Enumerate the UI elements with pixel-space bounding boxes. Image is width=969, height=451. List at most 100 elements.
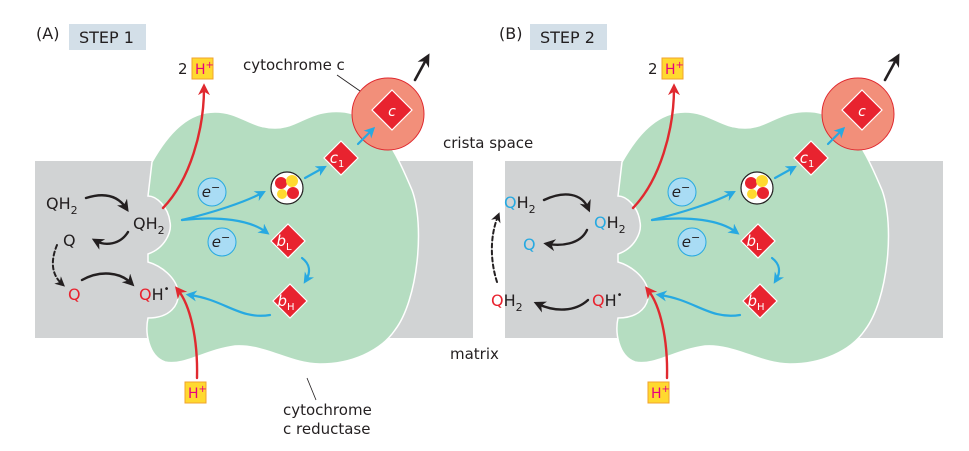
electron-2: e− bbox=[677, 227, 707, 257]
electron-to-bL-arrow bbox=[180, 217, 270, 235]
c1-to-c-arrow bbox=[356, 126, 376, 146]
heme-bH-label: bH bbox=[747, 292, 764, 313]
heme-c1-diamond bbox=[323, 140, 359, 176]
electron-to-fes-arrow bbox=[180, 190, 266, 222]
qh2-to-site-arrow bbox=[84, 194, 129, 212]
heme-c1-diamond bbox=[793, 140, 829, 176]
electron-1-circle bbox=[197, 177, 227, 207]
fes-atom bbox=[277, 189, 287, 199]
electron-2-circle bbox=[207, 227, 237, 257]
step-tag-label: STEP 2 bbox=[540, 28, 595, 47]
heme-bL-label: bL bbox=[746, 232, 762, 253]
cytochrome-c-release-arrow bbox=[413, 53, 430, 82]
semiquinone: QH• bbox=[139, 284, 170, 304]
proton-in-box bbox=[647, 381, 670, 404]
fes-atom bbox=[747, 189, 757, 199]
heme-bL: bL bbox=[270, 223, 306, 259]
semiquinone: QH• bbox=[592, 290, 623, 310]
heme-c1-label: c1 bbox=[330, 149, 345, 170]
proton-out-arrow bbox=[161, 83, 210, 210]
electron-1-label: e− bbox=[202, 181, 220, 201]
fes-to-c1-arrow bbox=[773, 165, 797, 180]
electron-to-bL-arrow bbox=[650, 217, 740, 235]
step-tag-bg bbox=[69, 24, 146, 50]
reductase-label-line2: c reductase bbox=[283, 420, 370, 438]
proton-in-box bbox=[184, 381, 207, 404]
cytochrome-c-release-arrow bbox=[883, 53, 900, 82]
qi-to-qh2-arrow bbox=[533, 298, 590, 313]
electron-2-label: e− bbox=[212, 231, 230, 251]
proton-in-arrow bbox=[645, 286, 669, 380]
proton-out-box bbox=[661, 57, 684, 80]
site-to-q-arrow bbox=[543, 228, 589, 252]
proton-out-arrow bbox=[631, 83, 680, 210]
reductase-label-line1: cytochrome bbox=[283, 401, 372, 419]
heme-bL: bL bbox=[740, 223, 776, 259]
quinone-site-qh2: QH2 bbox=[594, 213, 626, 236]
qh2-to-site-arrow bbox=[542, 193, 591, 213]
proton-out-label: H+ bbox=[195, 60, 214, 78]
heme-c1: c1 bbox=[323, 140, 359, 176]
quinone-site-qh2: QH2 bbox=[133, 214, 165, 237]
quinone-bottom-qh2: QH2 bbox=[491, 291, 523, 314]
fes-atom bbox=[745, 177, 757, 189]
cytochrome-c-label: cytochrome c bbox=[243, 56, 345, 74]
fes-atom bbox=[287, 187, 299, 199]
heme-c-label: c bbox=[858, 104, 866, 120]
quinone-pool-qh2: QH2 bbox=[504, 193, 536, 216]
heme-bH: bH bbox=[272, 283, 308, 319]
qh2-recycle-dashed-arrow bbox=[490, 212, 501, 283]
heme-c1-label: c1 bbox=[800, 149, 815, 170]
bL-to-bH-arrow bbox=[300, 256, 315, 284]
fes-atom bbox=[757, 187, 769, 199]
heme-c-diamond bbox=[371, 89, 413, 131]
bH-to-qi-arrow bbox=[655, 290, 742, 317]
bH-to-qi-arrow bbox=[185, 290, 272, 317]
proton-in: H+ bbox=[184, 381, 207, 404]
quinone-released-q: Q bbox=[63, 231, 76, 250]
fes-circle bbox=[270, 171, 304, 205]
fes-to-c1-arrow bbox=[303, 165, 327, 180]
iron-sulfur-cluster bbox=[270, 171, 304, 205]
panel-letter: (A) bbox=[36, 24, 59, 43]
panel-letter: (B) bbox=[499, 24, 522, 43]
step-tag-bg bbox=[530, 24, 607, 50]
quinone-bottom-q: Q bbox=[68, 285, 81, 304]
cytochrome-c-leader-line bbox=[336, 74, 361, 92]
proton-in-label: H+ bbox=[188, 384, 207, 402]
proton-out: 2 H+ bbox=[178, 57, 214, 80]
fes-atom bbox=[275, 177, 287, 189]
electron-to-fes-arrow bbox=[650, 190, 736, 222]
heme-bH-diamond bbox=[742, 283, 778, 319]
proton-in-arrow bbox=[175, 286, 199, 380]
q-to-qi-site-arrow bbox=[80, 272, 135, 287]
fes-circle bbox=[740, 171, 774, 205]
heme-bH: bH bbox=[742, 283, 778, 319]
site-to-q-arrow bbox=[91, 230, 130, 250]
c1-to-c-arrow bbox=[826, 126, 846, 146]
proton-out-count: 2 bbox=[178, 60, 188, 78]
electron-1: e− bbox=[197, 177, 227, 207]
electron-1-circle bbox=[667, 177, 697, 207]
crista-space-label: crista space bbox=[443, 134, 533, 152]
fes-atom bbox=[286, 175, 298, 187]
iron-sulfur-cluster bbox=[740, 171, 774, 205]
heme-c-diamond bbox=[841, 89, 883, 131]
proton-in: H+ bbox=[647, 381, 670, 404]
quinone-released-q: Q bbox=[523, 235, 536, 254]
proton-out-count: 2 bbox=[648, 60, 658, 78]
heme-c1: c1 bbox=[793, 140, 829, 176]
electron-2-circle bbox=[677, 227, 707, 257]
quinone-pool-qh2: QH2 bbox=[46, 194, 78, 217]
bL-to-bH-arrow bbox=[770, 256, 785, 284]
electron-1-label: e− bbox=[672, 181, 690, 201]
step-tag-label: STEP 1 bbox=[79, 28, 134, 47]
matrix-label: matrix bbox=[450, 345, 499, 363]
heme-c-label: c bbox=[388, 104, 396, 120]
electron-2: e− bbox=[207, 227, 237, 257]
proton-out-box bbox=[191, 57, 214, 80]
